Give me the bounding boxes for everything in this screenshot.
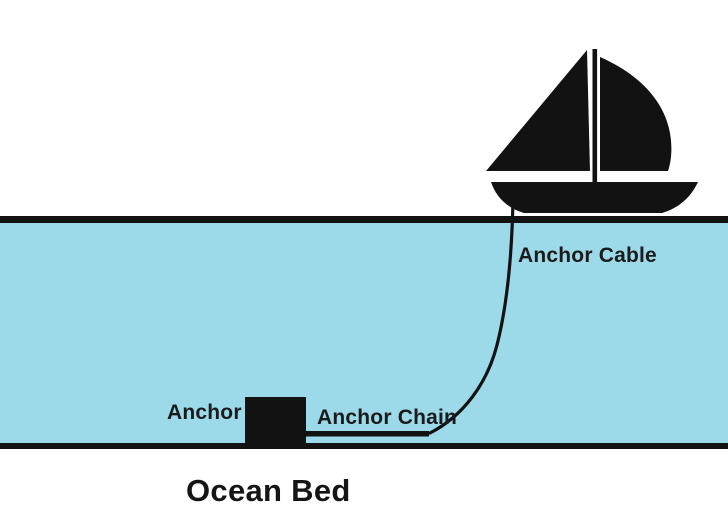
anchor-chain-bar [305,431,429,437]
anchor-label: Anchor [167,401,242,424]
anchor-block [245,397,306,446]
sailboat-mast [592,49,598,182]
sailboat-left-sail [486,50,590,171]
anchor-cable-line [428,197,515,435]
sailboat-right-sail [600,57,672,171]
water-surface-line [0,216,728,223]
ocean-bed-line [0,443,728,449]
ocean-bed-label: Ocean Bed [186,473,351,508]
anchor-cable-label: Anchor Cable [518,244,657,267]
anchor-chain-label: Anchor Chain [317,406,457,429]
sailboat-hull [491,182,698,213]
water-area [0,219,728,447]
sailboat-icon [486,49,698,213]
